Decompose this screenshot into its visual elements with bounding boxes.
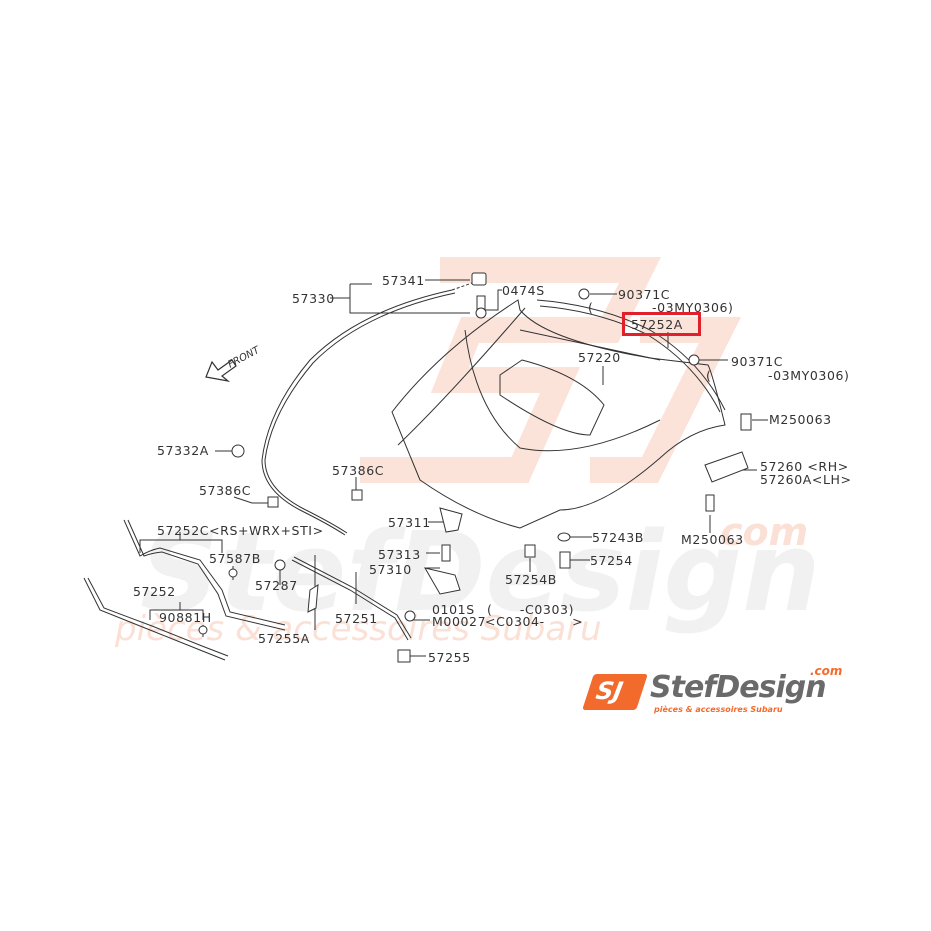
label-90371C-a-open: ( xyxy=(588,300,594,315)
part-57311-hinge xyxy=(439,507,463,533)
label-57341[interactable]: 57341 xyxy=(382,273,425,288)
part-57254B-bumper xyxy=(524,544,536,558)
label-90371C-a-note: -03MY0306) xyxy=(652,300,734,315)
label-90371C-a[interactable]: 90371C xyxy=(618,287,671,302)
part-57287-clip xyxy=(274,559,286,571)
part-57341-clip xyxy=(471,272,487,286)
part-57243B-washer xyxy=(557,532,571,542)
svg-text:StefDesign: StefDesign xyxy=(140,508,820,636)
watermark-text-shape: StefDesign xyxy=(140,508,820,636)
label-90371C-b-note: -03MY0306) xyxy=(768,368,850,383)
label-57252A[interactable]: 57252A xyxy=(631,317,683,332)
label-57260A[interactable]: 57260A<LH> xyxy=(760,472,852,487)
logo-tagline: pièces & accessoires Subaru xyxy=(654,705,783,714)
label-57287[interactable]: 57287 xyxy=(255,578,298,593)
label-57254[interactable]: 57254 xyxy=(590,553,633,568)
logo-domain: .com xyxy=(810,664,843,678)
part-90881H-clip xyxy=(198,625,208,635)
part-57310-latch xyxy=(423,567,461,595)
label-57252[interactable]: 57252 xyxy=(133,584,176,599)
part-57260-bracket xyxy=(704,451,749,483)
label-0474S[interactable]: 0474S xyxy=(502,283,545,298)
watermark-logo-shape xyxy=(360,257,742,483)
part-57587B-clip xyxy=(228,568,238,578)
part-57386C-right xyxy=(351,489,363,501)
logo-badge-text: SJ xyxy=(593,677,626,705)
label-57220[interactable]: 57220 xyxy=(578,350,621,365)
hood-cable xyxy=(261,282,473,536)
label-0101S-note: ( -C0303) xyxy=(487,602,575,617)
label-57311[interactable]: 57311 xyxy=(388,515,431,530)
logo-name: StefDesign xyxy=(650,670,827,705)
part-M250063-top xyxy=(740,413,752,431)
fasteners xyxy=(198,272,752,663)
label-57310[interactable]: 57310 xyxy=(369,562,412,577)
label-90881H[interactable]: 90881H xyxy=(159,610,212,625)
label-M250063-top[interactable]: M250063 xyxy=(769,412,832,427)
label-0101S[interactable]: 0101S xyxy=(432,602,475,617)
label-M00027[interactable]: M00027 xyxy=(432,614,487,629)
part-57254-bumper xyxy=(559,551,571,569)
hood-panel xyxy=(391,299,726,529)
front-label: FRONT xyxy=(226,344,262,370)
label-90371C-b[interactable]: 90371C xyxy=(731,354,784,369)
leader-lines xyxy=(139,279,768,657)
label-M250063-bottom[interactable]: M250063 xyxy=(681,532,744,547)
part-M250063-bottom xyxy=(705,494,715,512)
part-57386C-left xyxy=(267,496,279,508)
label-57255A[interactable]: 57255A xyxy=(258,631,310,646)
label-57254B[interactable]: 57254B xyxy=(505,572,557,587)
highlight-box-57252A xyxy=(622,312,701,336)
part-57313-bolt xyxy=(441,544,451,562)
front-arrow-icon xyxy=(205,359,237,382)
stefdesign-logo: SJ StefDesign .com pièces & accessoires … xyxy=(582,664,848,718)
watermark-tagline: pièces & accessoires Subaru xyxy=(114,609,602,649)
watermark-com: com xyxy=(720,510,808,554)
label-57260[interactable]: 57260 <RH> xyxy=(760,459,849,474)
part-90371C-nut-b xyxy=(688,354,700,366)
label-57332A[interactable]: 57332A xyxy=(157,443,209,458)
label-57386C-left[interactable]: 57386C xyxy=(199,483,252,498)
part-57255-holder xyxy=(397,649,411,663)
label-57255[interactable]: 57255 xyxy=(428,650,471,665)
label-57252C[interactable]: 57252C<RS+WRX+STI> xyxy=(157,523,324,538)
label-57330[interactable]: 57330 xyxy=(292,291,335,306)
label-90371C-b-open: ( xyxy=(706,368,712,383)
part-57255A-holder xyxy=(307,584,319,613)
label-57386C-right[interactable]: 57386C xyxy=(332,463,385,478)
seal-strips xyxy=(83,519,412,661)
label-57587B[interactable]: 57587B xyxy=(209,551,261,566)
label-M00027-note: <C0304- > xyxy=(485,614,584,629)
label-57243B[interactable]: 57243B xyxy=(592,530,644,545)
label-57313[interactable]: 57313 xyxy=(378,547,421,562)
label-57251[interactable]: 57251 xyxy=(335,611,378,626)
part-90371C-nut-a xyxy=(578,288,590,300)
part-0101S-bolt xyxy=(404,610,416,622)
logo-badge-icon: SJ xyxy=(582,674,648,710)
